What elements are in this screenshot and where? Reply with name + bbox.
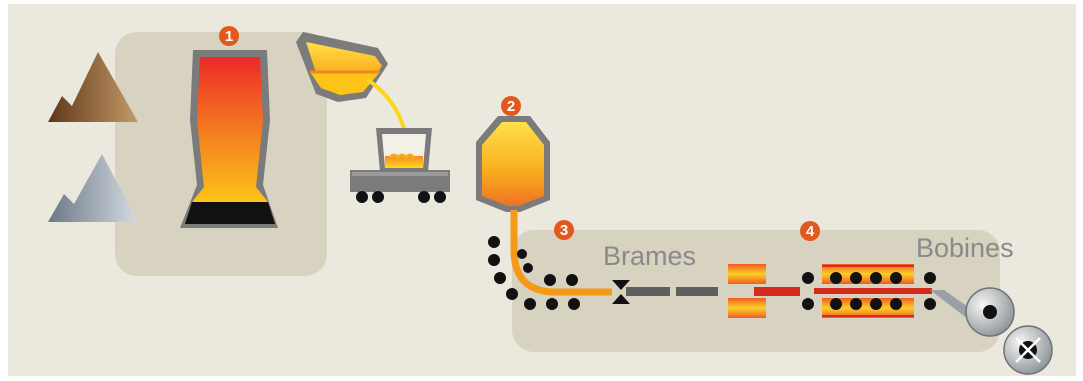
slabs-label: Brames	[603, 241, 696, 271]
svg-text:1: 1	[225, 28, 233, 45]
blast-furnace-icon	[180, 50, 278, 228]
coke-pile-icon	[48, 154, 138, 222]
slab	[676, 287, 718, 296]
hot-rolling-mill-icon	[802, 264, 936, 318]
converter-icon	[476, 116, 550, 212]
hot-strip	[754, 287, 800, 296]
step-badge-2: 2	[501, 96, 521, 116]
torpedo-car-icon	[350, 128, 450, 203]
svg-text:2: 2	[507, 98, 515, 115]
step-badge-1: 1	[219, 26, 239, 46]
slab	[626, 287, 670, 296]
svg-text:4: 4	[806, 223, 815, 240]
hot-strip	[814, 288, 932, 294]
svg-text:3: 3	[560, 222, 568, 239]
step-badge-3: 3	[554, 220, 574, 240]
steel-coil-icon	[965, 287, 1015, 337]
reheating-furnace-icon	[728, 264, 766, 318]
step-badge-4: 4	[800, 221, 820, 241]
molten-strand	[510, 210, 612, 296]
iron-ore-pile-icon	[48, 52, 138, 122]
coils-label: Bobines	[916, 233, 1014, 263]
ladle-icon	[296, 32, 388, 102]
continuous-caster-icon	[488, 236, 580, 310]
cutting-torch-icon	[612, 280, 630, 304]
steel-coil-end-view-icon	[1003, 325, 1053, 375]
